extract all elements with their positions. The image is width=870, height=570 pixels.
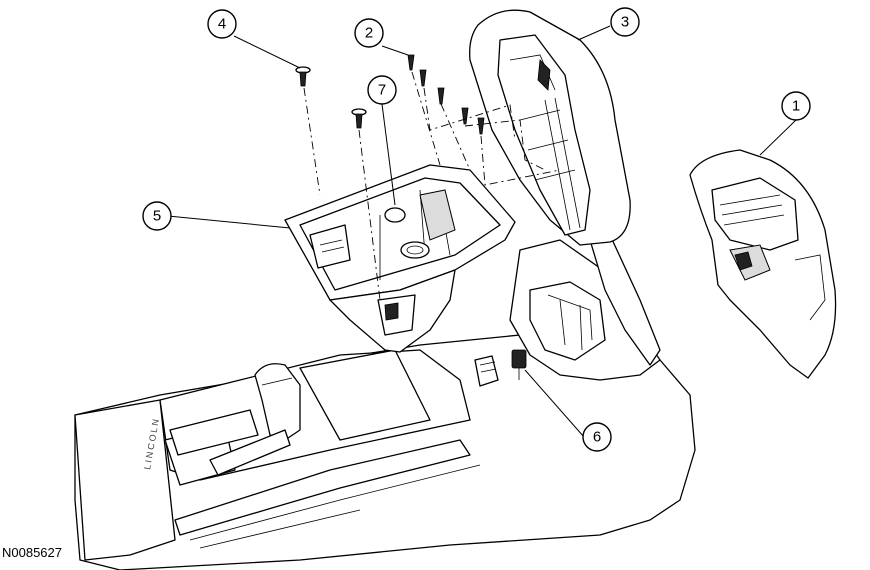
callout-4: 4 [207, 9, 237, 39]
armrest-lid-item-3 [469, 9, 631, 246]
svg-text:2: 2 [365, 25, 373, 42]
svg-text:4: 4 [218, 16, 226, 33]
svg-text:3: 3 [621, 14, 629, 31]
storage-bin-item-5 [284, 164, 516, 353]
callout-5: 5 [142, 201, 172, 231]
callout-6: 6 [582, 422, 612, 452]
screw-item-7 [351, 108, 367, 129]
screw-item-4 [295, 66, 311, 87]
svg-text:7: 7 [378, 82, 386, 99]
leader-lines [167, 25, 797, 438]
callout-1: 1 [781, 91, 811, 121]
alignment-lines [303, 71, 561, 301]
rear-trim-panel-item-1 [689, 149, 837, 379]
storage-mat [299, 349, 431, 441]
callout-3: 3 [610, 7, 640, 37]
console-rear-frame [509, 234, 661, 381]
svg-text:1: 1 [792, 98, 800, 115]
connector-item-6 [474, 349, 527, 387]
gear-shifter [209, 363, 301, 476]
callout-7: 7 [367, 75, 397, 105]
callout-2: 2 [354, 18, 384, 48]
console-base: LINCOLN [74, 334, 696, 570]
figure-reference-code: N0085627 [2, 545, 62, 560]
svg-text:5: 5 [153, 208, 161, 225]
left-vent-grille [169, 409, 259, 456]
svg-text:6: 6 [593, 429, 601, 446]
